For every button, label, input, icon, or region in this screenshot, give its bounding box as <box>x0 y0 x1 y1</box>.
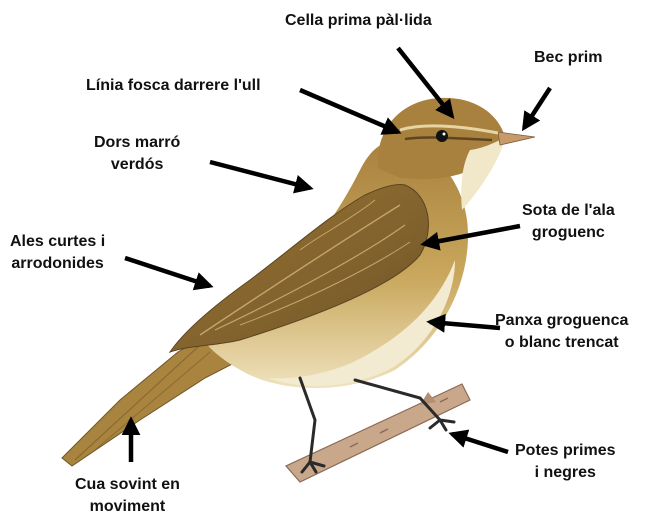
arrow-wings <box>124 255 214 291</box>
bird-eye <box>436 130 448 142</box>
label-belly: Panxa groguenca o blanc trencat <box>495 312 629 351</box>
bird-belly <box>268 260 455 387</box>
label-legs: Potes primes i negres <box>515 442 616 481</box>
label-bill: Bec prim <box>534 49 603 66</box>
label-underwing: Sota de l'ala groguenc <box>522 202 615 241</box>
label-eyebrow: Cella prima pàl·lida <box>285 12 432 29</box>
callout-arrows <box>121 46 552 462</box>
label-back: Dors marró verdós <box>94 134 181 173</box>
label-wings: Ales curtes i arrodonides <box>10 233 106 272</box>
arrow-eyebrow <box>396 46 455 119</box>
bird-legs <box>298 376 456 474</box>
bird-bill <box>497 131 536 146</box>
bird-wing <box>168 184 429 353</box>
arrow-bill <box>521 86 552 132</box>
arrow-legs <box>448 429 509 455</box>
arrow-back <box>209 159 314 194</box>
label-eye-line: Línia fosca darrere l'ull <box>86 77 261 94</box>
arrow-underwing <box>420 223 521 251</box>
branch <box>285 383 471 483</box>
bird-illustration <box>61 97 536 483</box>
arrow-belly <box>426 313 501 333</box>
label-tail: Cua sovint en moviment <box>75 476 180 515</box>
arrow-eye-line <box>299 87 402 135</box>
